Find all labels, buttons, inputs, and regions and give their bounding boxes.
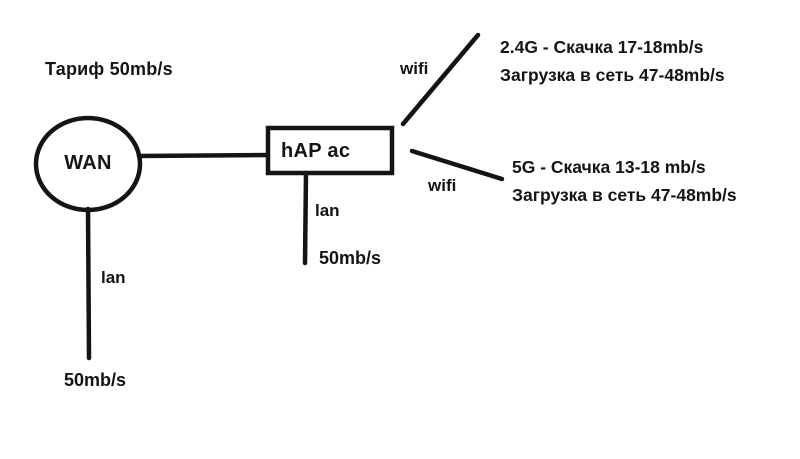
router-lan-speed-label: 50mb/s [319,248,382,268]
link-router-lan [302,170,309,266]
router-node-label: hAP ac [281,140,351,162]
link-wan-to-router [136,152,273,159]
wan-node-label: WAN [64,152,112,174]
wifi-2-4g-link-label: wifi [400,59,429,78]
band-5g-download: 5G - Скачка 13-18 mb/s [512,157,706,177]
router-lan-link-label: lan [315,201,340,220]
band-2-4g-download: 2.4G - Скачка 17-18mb/s [500,37,704,57]
wan-lan-speed-label: 50mb/s [64,370,127,390]
band-2-4g-upload: Загрузка в сеть 47-48mb/s [500,65,725,86]
band-5g-upload: Загрузка в сеть 47-48mb/s [512,185,737,206]
wifi-5g-link-label: wifi [428,176,457,195]
band-2-4g-speed-block: 2.4G - Скачка 17-18mb/s Загрузка в сеть … [500,33,725,90]
wan-lan-link-label: lan [101,268,126,287]
link-wan-lan [85,206,92,361]
link-wifi-5g [409,148,505,182]
tariff-title: Тариф 50mb/s [45,59,173,79]
link-wifi-2-4g [400,32,481,127]
band-5g-speed-block: 5G - Скачка 13-18 mb/s Загрузка в сеть 4… [512,153,737,210]
router-node-box [265,125,395,176]
